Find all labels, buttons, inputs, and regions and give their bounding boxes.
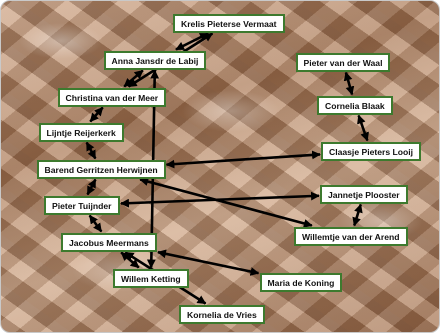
- edge-cornelia-pieterW: [343, 71, 355, 96]
- edge-lijntje-christina: [89, 106, 104, 123]
- person-node-willem: Willem Ketting: [113, 268, 189, 288]
- edge-lijntje-barend: [85, 141, 97, 160]
- person-node-maria: Maria de Koning: [259, 272, 343, 292]
- person-node-barend: Barend Gerritzen Herwijnen: [36, 159, 166, 179]
- person-node-krelis: Krelis Pieterse Vermaat: [173, 13, 285, 33]
- person-node-lijntje: Lijntje Reijerkerk: [38, 122, 124, 142]
- person-node-claasje: Claasje Pieters Looij: [321, 141, 422, 161]
- person-node-pieterT: Pieter Tuijnder: [44, 195, 120, 215]
- edge-pieterT-jacobus: [88, 214, 103, 233]
- edge-barend-claasje: [165, 150, 321, 169]
- person-node-willemtje: Willemtje van der Arend: [294, 226, 408, 246]
- edge-barend-pieterT: [86, 178, 97, 196]
- person-node-jacobus: Jacobus Meermans: [61, 232, 157, 252]
- person-node-cornelia: Cornelia Blaak: [317, 95, 393, 115]
- edge-jannetje-willemtje: [352, 203, 363, 227]
- person-node-christina: Christina van der Meer: [57, 87, 167, 107]
- person-node-pieterW: Pieter van der Waal: [295, 52, 391, 72]
- edge-anna-krelis: [175, 32, 209, 51]
- person-node-anna: Anna Jansdr de Labij: [103, 50, 207, 70]
- edge-cornelia-claasje: [357, 114, 369, 142]
- edge-pieterT-jannetje: [120, 191, 320, 208]
- person-node-jannetje: Jannetje Plooster: [320, 184, 408, 204]
- person-node-kornelia: Kornelia de Vries: [179, 304, 265, 324]
